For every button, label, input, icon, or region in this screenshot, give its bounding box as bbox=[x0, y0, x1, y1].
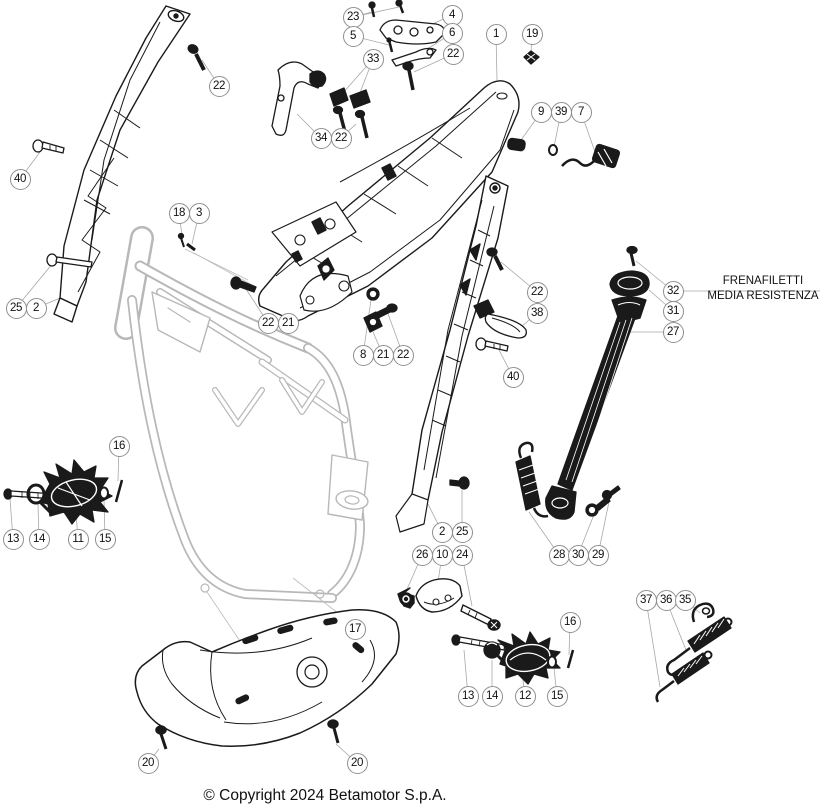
part-stand-springs bbox=[655, 602, 733, 703]
callout-balloon-13[interactable]: 13 bbox=[2, 528, 24, 550]
callout-balloon-13[interactable]: 13 bbox=[457, 685, 479, 707]
callout-balloon-14[interactable]: 14 bbox=[28, 528, 50, 550]
note-line-1: FRENAFILETTI bbox=[722, 275, 804, 287]
callout-balloon-37[interactable]: 37 bbox=[635, 589, 657, 611]
callout-balloon-21[interactable]: 21 bbox=[372, 344, 394, 366]
callout-balloon-17[interactable]: 17 bbox=[344, 618, 366, 640]
callout-balloon-31[interactable]: 31 bbox=[662, 300, 684, 322]
part-side-stand bbox=[515, 245, 650, 520]
part-mid-fasteners bbox=[32, 139, 398, 333]
callout-balloon-20[interactable]: 20 bbox=[346, 752, 368, 774]
callout-balloon-29[interactable]: 29 bbox=[587, 544, 609, 566]
callout-balloon-24[interactable]: 24 bbox=[451, 544, 473, 566]
callout-balloon-16[interactable]: 16 bbox=[559, 611, 581, 633]
part-left-footpeg bbox=[3, 459, 124, 525]
callout-balloon-7[interactable]: 7 bbox=[570, 101, 592, 123]
note-line-2: MEDIA RESISTENZA bbox=[707, 290, 819, 302]
callout-balloon-1[interactable]: 1 bbox=[485, 23, 507, 45]
callout-balloon-8[interactable]: 8 bbox=[352, 344, 374, 366]
callout-balloon-26[interactable]: 26 bbox=[411, 544, 433, 566]
callout-balloon-25[interactable]: 25 bbox=[5, 297, 27, 319]
callout-balloon-10[interactable]: 10 bbox=[431, 544, 453, 566]
callout-balloon-39[interactable]: 39 bbox=[550, 101, 572, 123]
copyright-text: © Copyright 2024 Betamotor S.p.A. bbox=[203, 787, 447, 804]
callout-balloon-18[interactable]: 18 bbox=[168, 202, 190, 224]
callout-balloon-22[interactable]: 22 bbox=[208, 75, 230, 97]
callout-balloon-30[interactable]: 30 bbox=[567, 544, 589, 566]
callout-balloon-3[interactable]: 3 bbox=[188, 202, 210, 224]
callout-balloon-22[interactable]: 22 bbox=[330, 127, 352, 149]
callout-balloon-12[interactable]: 12 bbox=[514, 685, 536, 707]
callout-balloon-35[interactable]: 35 bbox=[674, 589, 696, 611]
threadlocker-note: FRENAFILETTI MEDIA RESISTENZA bbox=[698, 274, 825, 304]
callout-balloon-6[interactable]: 6 bbox=[441, 22, 463, 44]
part-right-footpeg bbox=[451, 631, 575, 685]
callout-balloon-2[interactable]: 2 bbox=[25, 297, 47, 319]
callout-balloon-21[interactable]: 21 bbox=[277, 312, 299, 334]
part-cap-oring-strap bbox=[507, 137, 621, 169]
callout-balloon-22[interactable]: 22 bbox=[257, 312, 279, 334]
callout-balloon-25[interactable]: 25 bbox=[451, 521, 473, 543]
part-top-fasteners bbox=[187, 0, 540, 139]
callout-balloon-19[interactable]: 19 bbox=[521, 23, 543, 45]
callout-balloon-15[interactable]: 15 bbox=[546, 685, 568, 707]
callout-balloon-22[interactable]: 22 bbox=[392, 344, 414, 366]
callout-balloon-40[interactable]: 40 bbox=[9, 168, 31, 190]
part-left-rail bbox=[53, 5, 191, 323]
callout-balloon-36[interactable]: 36 bbox=[655, 589, 677, 611]
callout-balloon-27[interactable]: 27 bbox=[662, 321, 684, 343]
callout-balloon-5[interactable]: 5 bbox=[342, 25, 364, 47]
callout-balloon-38[interactable]: 38 bbox=[526, 302, 548, 324]
callout-balloon-9[interactable]: 9 bbox=[530, 101, 552, 123]
callout-balloon-32[interactable]: 32 bbox=[662, 280, 684, 302]
callout-balloon-34[interactable]: 34 bbox=[310, 127, 332, 149]
main-frame-reference bbox=[114, 226, 369, 603]
part-guide-bracket bbox=[397, 578, 501, 631]
callout-balloon-16[interactable]: 16 bbox=[108, 435, 130, 457]
part-right-rail bbox=[395, 175, 509, 533]
callout-balloon-15[interactable]: 15 bbox=[94, 528, 116, 550]
callout-balloon-28[interactable]: 28 bbox=[548, 544, 570, 566]
callout-balloon-22[interactable]: 22 bbox=[442, 43, 464, 65]
callout-balloon-40[interactable]: 40 bbox=[502, 366, 524, 388]
callout-balloon-11[interactable]: 11 bbox=[67, 528, 89, 550]
callout-balloon-14[interactable]: 14 bbox=[481, 685, 503, 707]
part-right-rail-hardware bbox=[449, 247, 527, 490]
callout-balloon-23[interactable]: 23 bbox=[342, 6, 364, 28]
callout-balloon-33[interactable]: 33 bbox=[362, 48, 384, 70]
callout-balloon-4[interactable]: 4 bbox=[441, 4, 463, 26]
callout-balloon-20[interactable]: 20 bbox=[137, 752, 159, 774]
callout-balloon-22[interactable]: 22 bbox=[526, 281, 548, 303]
part-skid-plate bbox=[134, 609, 400, 750]
callout-balloon-2[interactable]: 2 bbox=[431, 521, 453, 543]
